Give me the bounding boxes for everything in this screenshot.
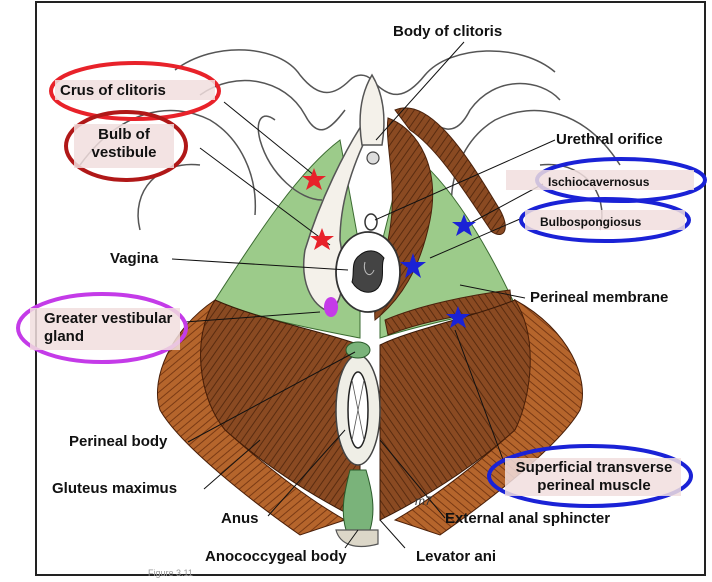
magenta-dot-marker <box>324 297 338 317</box>
label-perineal-membrane: Perineal membrane <box>530 289 668 307</box>
label-gluteus-maximus: Gluteus maximus <box>52 480 177 498</box>
label-bulb-of-vestibule: Bulb of vestibule <box>76 126 172 162</box>
vagina <box>336 232 400 312</box>
label-body-of-clitoris: Body of clitoris <box>393 23 502 41</box>
caption-fragment: Figure 3.11 <box>148 564 193 582</box>
label-greater-vestibular-gland: Greater vestibular gland <box>44 310 186 346</box>
label-external-anal-sphincter: External anal sphincter <box>445 510 610 528</box>
label-crus-of-clitoris: Crus of clitoris <box>60 82 166 100</box>
label-bulbospongiosus: Bulbospongiosus <box>540 213 641 231</box>
label-vagina: Vagina <box>110 250 158 268</box>
label-anococcygeal-body: Anococcygeal body <box>205 548 347 566</box>
label-levator-ani: Levator ani <box>416 548 496 566</box>
label-ischiocavernosus: Ischiocavernosus <box>548 173 649 191</box>
label-anus: Anus <box>221 510 259 528</box>
label-perineal-body: Perineal body <box>69 433 167 451</box>
external-anal-sphincter <box>336 355 380 465</box>
perineal-body <box>346 342 370 358</box>
artist-signature: m7 <box>415 492 432 510</box>
label-superficial-transverse-perineal-muscle: Superficial transverse perineal muscle <box>506 459 682 495</box>
label-urethral-orifice: Urethral orifice <box>556 131 663 149</box>
urethral-orifice <box>365 214 377 230</box>
